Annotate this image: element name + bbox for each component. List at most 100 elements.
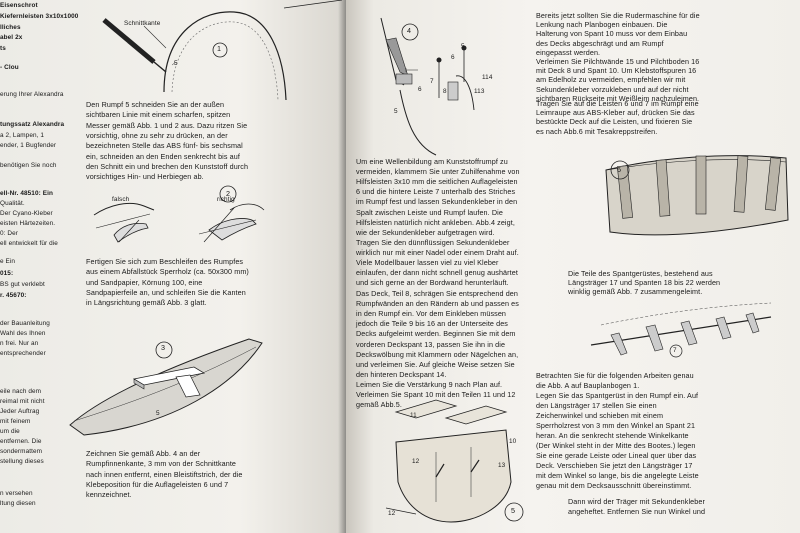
figure-5-part-13: 13 [498, 462, 506, 469]
margin-line: r. 45670: [0, 292, 27, 299]
text-line: bestückte Deck auf die Leisten, und fixi… [536, 117, 693, 127]
text-line: Sandpapierfeile an, und schleifen Sie di… [86, 287, 246, 297]
figure-2-left-label: falsch [112, 196, 130, 203]
margin-line: lliches [0, 24, 21, 31]
text-line: in Längsrichtung gemäß Abb. 3 glatt. [86, 298, 207, 308]
text-line: wie der Sekundenkleber aufgetragen wird. [356, 227, 495, 237]
text-line: den hinteren Deckspant 14. [356, 369, 447, 379]
figure-3-drawing [69, 338, 263, 436]
figure-5-part-11: 11 [410, 412, 417, 419]
text-line: vorsichtig, ohne zu sehr zu drücken, an … [86, 130, 228, 140]
margin-line: Jeder Auftrag [0, 408, 40, 415]
text-line: Längsträger 17 und Spanten 18 bis 22 wer… [568, 278, 721, 288]
margin-line: Wahl des Ihnen [0, 330, 46, 337]
margin-line: Eisenschrot [0, 2, 38, 9]
text-line: angeheftet. Entfernen Sie nun Winkel und [568, 507, 706, 516]
margin-line: 0: Der [0, 230, 19, 237]
text-line: Sekundenkleber vorzukleben und auf der n… [536, 84, 689, 94]
text-line: Um eine Wellenbildung am Kunststoffrumpf… [356, 157, 508, 166]
margin-line: n frei. Nur an [0, 340, 39, 347]
text-line: Sperrholzrest von 3 mm den Winkel an Spa… [536, 421, 696, 430]
margin-line: Kiefernleisten 3x10x1000 [0, 13, 79, 20]
margin-line: der Bauanleitung [0, 320, 50, 327]
text-line: Die Teile des Spantgerüstes, bestehend a… [568, 269, 713, 278]
margin-line: reimal mit nicht [0, 398, 45, 405]
text-line: den Längsträger 17 stellen Sie einen [536, 401, 657, 410]
margin-line: ender, 1 Bugfender [0, 142, 57, 149]
text-line: vorsichtiges Hin- und Herbiegen ab. [86, 172, 204, 182]
margin-line: mit feinem [0, 418, 31, 425]
text-line: Verleimen Sie Pilchtwände 15 und Pilchtb… [536, 57, 700, 66]
text-line: es nach Abb.6 mit Tesakreppstreifen. [536, 126, 658, 136]
figure-5-drawing [385, 399, 524, 523]
text-line: aus einem Abfallstück Sperrholz (ca. 50x… [86, 267, 249, 277]
text-line: 6 und die hintere Leiste 7 unterhalb des… [356, 187, 516, 197]
figure-4-part-5: 5 [461, 43, 465, 50]
text-line: winklig gemäß Abb. 7 zusammengeleimt. [568, 287, 703, 297]
text-line: Zeichnen Sie gemäß Abb. 4 an der [86, 449, 201, 458]
figure-4-part-113: 113 [474, 88, 485, 95]
text-line: jedoch die Teile 9 bis 16 an der Unterse… [356, 319, 509, 329]
margin-line: a 2, Lampen, 1 [0, 132, 45, 139]
figure-3-number: 3 [161, 343, 166, 352]
text-line: Rumpfinnenkante, 3 mm von der Schnittkan… [86, 459, 237, 469]
figure-5-part-12: 12 [412, 458, 420, 465]
text-line: bezeichneten Stelle das ABS fünf- bis se… [86, 141, 243, 151]
margin-line: entsprechender [0, 350, 46, 357]
text-line: Betrachten Sie für die folgenden Arbeite… [536, 371, 694, 380]
figure-2-drawing [93, 185, 265, 243]
margin-line: e Ein [0, 258, 16, 265]
text-line: eingepasst werden. [536, 47, 601, 57]
margin-line: ell-Nr. 48510: Ein [0, 190, 53, 197]
margin-line: 015: [0, 270, 14, 277]
text-line: Zeichenwinkel und schieben mit einem [536, 411, 664, 420]
text-line: mit dem Winkel so lange, bis die angeleg… [536, 471, 699, 480]
text-line: Decks aufgeleimt werden. Beginnen Sie mi… [356, 329, 516, 339]
text-line: Verleimen Sie Spant 10 mit den Teilen 11… [356, 390, 516, 399]
text-line: vorderen Deckspant 13, passen Sie ihn in… [356, 339, 506, 349]
text-line: ein, schneiden an den Enden senkrecht bi… [86, 151, 240, 161]
text-line: Tragen Sie auf die Leisten 6 und 7 im Ru… [536, 99, 699, 108]
text-line: Hilfsleisten 3x10 mm die seitlichen Aufl… [356, 177, 518, 187]
margin-line: eile nach dem [0, 388, 42, 395]
margin-line: abel 2x [0, 34, 23, 41]
text-line: genau mit dem Decksausschnitt übereinsti… [536, 481, 692, 490]
text-line: Sie eine gerade Leiste oder Lineal quer … [536, 451, 697, 460]
text-line: und Sandpapier, Körnung 100, eine [86, 277, 203, 287]
figure-4-drawing [380, 17, 475, 156]
text-line: Leimraupe aus ABS-Kleber auf, drücken Si… [536, 108, 695, 118]
figure-7-number: 7 [673, 347, 677, 354]
figure-2-number: 2 [226, 189, 231, 198]
text-line: und sich gerne an der Bordwand herunterl… [356, 278, 509, 288]
text-line: und verleimen Sie. Auf gleiche Weise set… [356, 359, 515, 369]
margin-line: benötigen Sie noch [0, 162, 57, 169]
margin-line: ell entwickelt für die [0, 240, 58, 247]
text-line: (Der Winkel steht in der Mitte des Boote… [536, 441, 696, 450]
figure-4-part-114: 114 [482, 74, 493, 81]
figure-5-number: 5 [511, 506, 516, 515]
text-line: vermeiden, klammern Sie unter Zuhilfenah… [356, 167, 520, 177]
figure-5-part-10: 10 [509, 438, 517, 445]
margin-line: BS gut verklebt [0, 281, 45, 288]
figure-7-drawing [590, 302, 772, 358]
text-line: die Abb. A auf Bauplanbogen 1. [536, 381, 640, 390]
text-line: gemäß Abb.5. [356, 400, 402, 410]
text-line: Deckswölbung mit Klammern oder Nägelchen… [356, 349, 519, 359]
text-line: Dann wird der Träger mit Sekundenkleber [568, 497, 705, 506]
figure-4-part-6b: 6 [418, 86, 422, 93]
figure-1-drawing [102, 0, 343, 101]
text-line: Den Rumpf 5 schneiden Sie an der außen [86, 100, 225, 109]
figure-6-number: 6 [617, 165, 622, 174]
text-line: am Edelholz zu vermeiden, empfehlen wir … [536, 75, 686, 85]
figure-2-right-label: richtig [217, 196, 235, 203]
margin-line: entfernen. Die [0, 438, 42, 445]
margin-line: n versehen [0, 490, 33, 497]
text-line: Legen Sie das Spantgerüst in den Rumpf e… [536, 391, 699, 400]
figure-3-part: 5 [156, 410, 160, 417]
figure-1-number: 1 [217, 44, 222, 53]
margin-line: ts [0, 45, 6, 52]
margin-line: stellung dieses [0, 458, 44, 465]
text-line: den Schnitt ein und brechen den Kunststo… [86, 161, 249, 171]
